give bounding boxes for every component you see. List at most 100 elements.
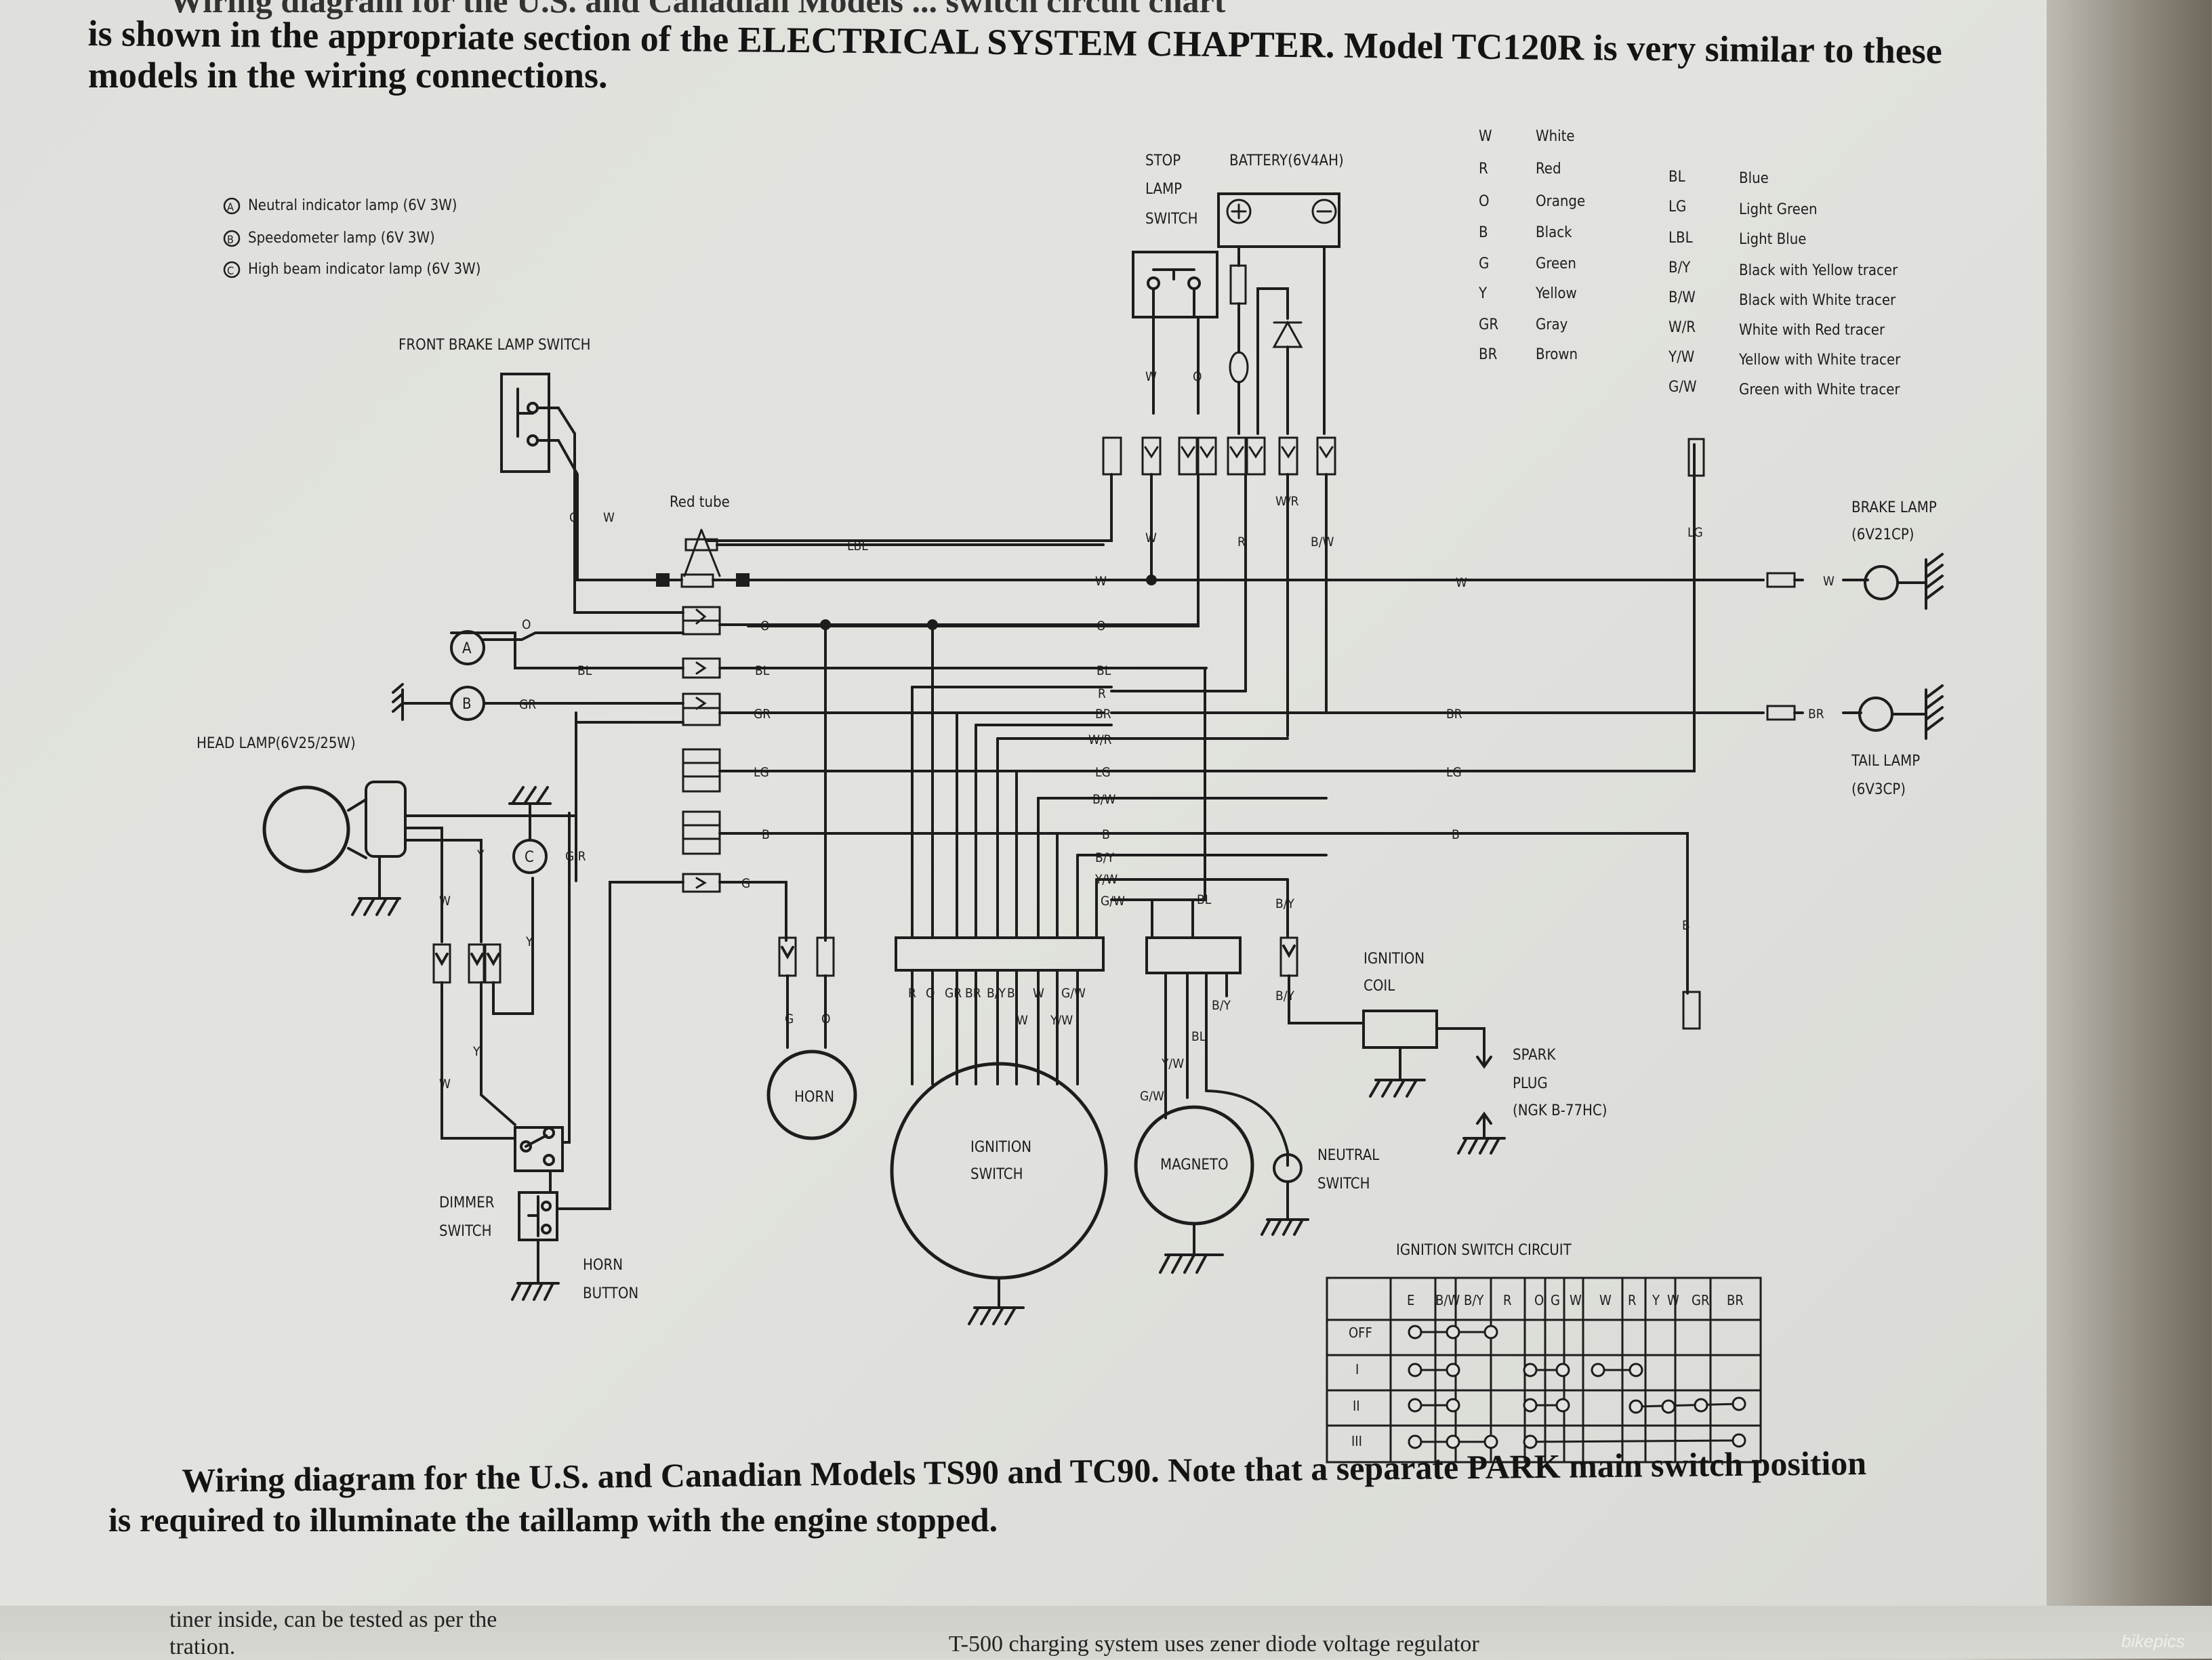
svg-text:BL: BL xyxy=(1668,169,1685,186)
ignition-coil-symbol xyxy=(1362,1010,1438,1049)
spark-plug-label-2: PLUG xyxy=(1513,1075,1548,1092)
svg-text:GR: GR xyxy=(754,707,771,722)
svg-text:W: W xyxy=(1017,1013,1028,1028)
next-page-strip xyxy=(0,1606,2212,1659)
svg-text:W/R: W/R xyxy=(1275,494,1299,509)
svg-text:Y/W: Y/W xyxy=(1668,349,1694,366)
horn-button-label-1: HORN xyxy=(583,1257,623,1274)
ignition-circuit-grid xyxy=(1326,1277,1762,1464)
stop-lamp-switch-symbol xyxy=(1132,251,1218,318)
svg-text:G: G xyxy=(1551,1292,1560,1308)
magneto-connector xyxy=(1145,936,1242,974)
svg-text:BR: BR xyxy=(1446,707,1462,722)
svg-text:Green: Green xyxy=(1536,255,1576,272)
spark-plug-label-1: SPARK xyxy=(1513,1047,1556,1064)
svg-text:B: B xyxy=(1007,986,1015,1001)
ignition-circuit-rows: OFF I II III xyxy=(1349,1325,1372,1449)
next-page-text-left-2: tration. xyxy=(169,1634,236,1659)
svg-text:BL: BL xyxy=(1097,663,1111,678)
svg-text:Black: Black xyxy=(1536,224,1572,241)
tail-lamp-label-1: TAIL LAMP xyxy=(1851,753,1920,770)
svg-text:A: A xyxy=(227,201,234,213)
svg-text:B/Y: B/Y xyxy=(1275,989,1294,1003)
ignition-circuit-title: IGNITION SWITCH CIRCUIT xyxy=(1396,1242,1572,1259)
svg-text:O: O xyxy=(760,619,769,634)
lamp-legend-b: Speedometer lamp (6V 3W) xyxy=(248,230,435,247)
svg-text:B/W: B/W xyxy=(1092,792,1115,807)
svg-text:BR: BR xyxy=(1479,346,1498,363)
ignition-circuit-columns: E B/W B/Y R O G W W R Y W GR BR xyxy=(1407,1292,1744,1308)
svg-text:W: W xyxy=(439,894,451,909)
next-page-text-right: T-500 charging system uses zener diode v… xyxy=(949,1632,1479,1657)
front-brake-lamp-switch-symbol xyxy=(500,373,550,473)
svg-text:G: G xyxy=(785,1012,794,1026)
svg-text:II: II xyxy=(1353,1398,1360,1414)
svg-text:W/R: W/R xyxy=(1088,732,1112,747)
svg-text:O: O xyxy=(522,617,531,632)
svg-text:W: W xyxy=(1599,1292,1612,1308)
svg-text:GR: GR xyxy=(1479,316,1498,333)
svg-text:B: B xyxy=(227,233,234,246)
svg-text:Y: Y xyxy=(472,1044,480,1059)
svg-text:Yellow with White tracer: Yellow with White tracer xyxy=(1738,352,1901,369)
svg-text:Gray: Gray xyxy=(1536,316,1568,333)
ignition-coil-label-1: IGNITION xyxy=(1364,951,1425,968)
svg-text:O: O xyxy=(1534,1292,1544,1308)
svg-text:B/Y: B/Y xyxy=(987,986,1006,1001)
svg-text:O: O xyxy=(926,986,935,1001)
stop-lamp-label-1: STOP xyxy=(1145,152,1181,169)
neutral-switch-label-2: SWITCH xyxy=(1317,1176,1370,1192)
svg-text:W: W xyxy=(1456,575,1467,590)
svg-text:R: R xyxy=(1503,1292,1512,1308)
svg-text:White: White xyxy=(1536,128,1575,145)
lamp-legend-c: High beam indicator lamp (6V 3W) xyxy=(248,261,480,278)
svg-text:W: W xyxy=(1033,986,1044,1001)
svg-text:B/Y: B/Y xyxy=(1212,998,1231,1013)
svg-text:Y/W: Y/W xyxy=(1094,872,1118,887)
svg-text:W/R: W/R xyxy=(1668,319,1696,336)
front-brake-lamp-switch-label: FRONT BRAKE LAMP SWITCH xyxy=(398,337,590,354)
svg-text:B/Y: B/Y xyxy=(1095,850,1114,865)
svg-text:White with Red tracer: White with Red tracer xyxy=(1739,322,1885,339)
svg-text:I: I xyxy=(1355,1361,1359,1377)
ignition-coil-label-2: COIL xyxy=(1364,978,1395,995)
lamp-legend-a: Neutral indicator lamp (6V 3W) xyxy=(248,197,457,214)
svg-text:LBL: LBL xyxy=(847,539,868,554)
dimmer-switch-label-2: SWITCH xyxy=(439,1223,491,1240)
svg-text:Blue: Blue xyxy=(1739,170,1769,187)
svg-text:Green with White tracer: Green with White tracer xyxy=(1739,381,1900,398)
svg-text:R: R xyxy=(1098,686,1106,701)
svg-text:G/W: G/W xyxy=(1101,894,1125,909)
svg-text:G: G xyxy=(741,876,750,891)
svg-text:BL: BL xyxy=(1191,1029,1206,1044)
svg-text:Y: Y xyxy=(1652,1292,1660,1308)
head-lamp-label: HEAD LAMP(6V25/25W) xyxy=(197,735,356,752)
tail-lamp-label-2: (6V3CP) xyxy=(1851,781,1906,798)
svg-text:OFF: OFF xyxy=(1349,1325,1372,1341)
svg-text:G/W: G/W xyxy=(1668,379,1697,396)
svg-text:B: B xyxy=(1452,827,1460,842)
ignition-circuit-connections xyxy=(1408,1325,1746,1449)
ignition-switch-label-2: SWITCH xyxy=(970,1166,1023,1183)
head-lamp-symbol xyxy=(262,785,350,873)
horn-symbol xyxy=(766,1050,857,1140)
stop-lamp-label-3: SWITCH xyxy=(1145,211,1197,228)
red-tube-label: Red tube xyxy=(670,494,730,511)
svg-text:Light Blue: Light Blue xyxy=(1739,231,1806,248)
svg-text:Yellow: Yellow xyxy=(1535,285,1577,302)
svg-text:A: A xyxy=(462,640,472,657)
svg-text:B/Y: B/Y xyxy=(1464,1292,1484,1308)
svg-text:C: C xyxy=(525,849,534,866)
ignition-switch-connector xyxy=(895,936,1105,972)
horn-button-label-2: BUTTON xyxy=(583,1285,638,1302)
svg-text:Y: Y xyxy=(476,848,485,863)
battery-symbol xyxy=(1217,192,1340,248)
svg-text:LG: LG xyxy=(754,765,769,780)
svg-text:O: O xyxy=(821,1012,830,1026)
svg-text:R: R xyxy=(1237,535,1246,549)
svg-text:B/Y: B/Y xyxy=(1275,896,1294,911)
svg-text:BR: BR xyxy=(1808,707,1824,722)
